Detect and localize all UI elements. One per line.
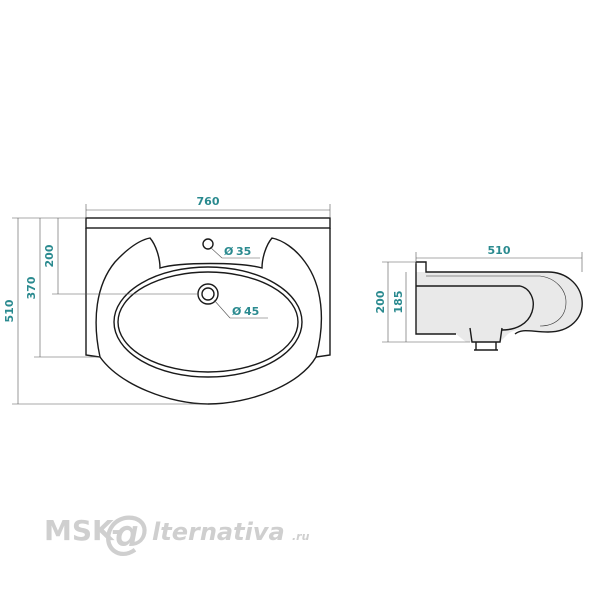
watermark-at-symbol: @ [104, 505, 150, 559]
label-drain-dia: 45 [244, 305, 259, 318]
sink-back-rim [85, 217, 331, 229]
label-drain-dia-symbol: Ø [232, 305, 242, 318]
drain-leader [213, 299, 231, 319]
side-body-fill [416, 272, 583, 342]
label-to-tap-hole: 200 [43, 244, 56, 267]
watermark-logo: MSK- @ lternativa .ru [44, 505, 310, 559]
watermark-tld: .ru [292, 530, 310, 543]
label-total-depth: 510 [3, 299, 16, 322]
side-bowl-section [416, 285, 534, 331]
side-view: 510 200 185 [374, 244, 583, 351]
tap-hole [202, 238, 214, 250]
tap-hole-leader [209, 246, 223, 259]
side-drain [469, 327, 503, 343]
label-top-width: 760 [197, 195, 220, 208]
watermark-rest: lternativa [152, 518, 285, 546]
side-inner-curve [426, 275, 567, 327]
bowl-inner-edge [117, 271, 299, 373]
label-to-drain: 370 [25, 276, 38, 299]
label-side-width: 510 [488, 244, 511, 257]
label-tap-hole-dia-symbol: Ø [224, 245, 234, 258]
bowl-outer-edge [113, 266, 303, 378]
label-side-height: 200 [374, 290, 387, 313]
watermark-brand: MSK- [44, 514, 123, 547]
label-bowl-depth: 185 [392, 291, 405, 314]
drain-inner [201, 287, 215, 301]
sink-deck-outline [95, 237, 323, 358]
label-tap-hole-dia: 35 [236, 245, 251, 258]
top-view: 760 510 370 200 Ø 35 Ø 45 [3, 195, 331, 405]
